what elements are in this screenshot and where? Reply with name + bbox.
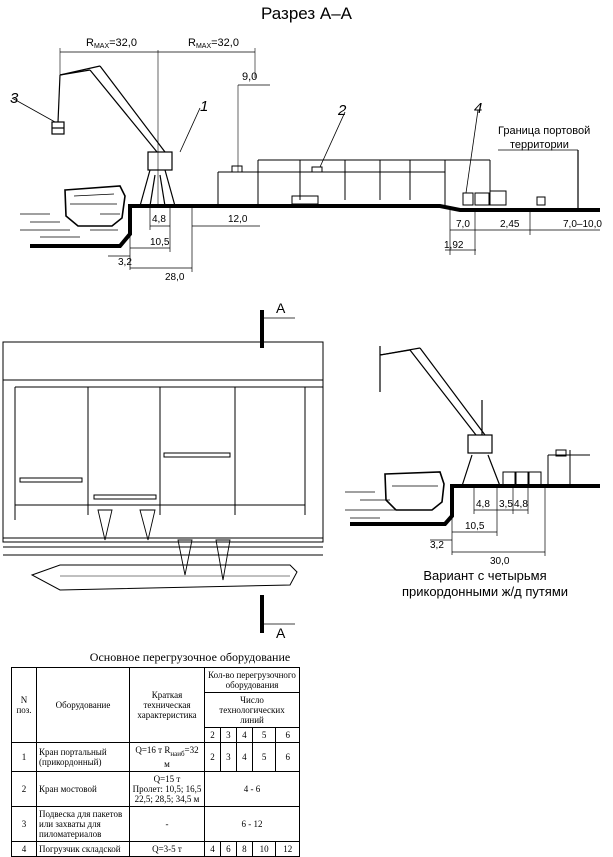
- row-val: 6: [219, 840, 237, 857]
- dim-10-5: 10,5: [150, 237, 170, 248]
- row-n: 2: [11, 770, 37, 807]
- line-count-3: 3: [219, 727, 237, 743]
- row-name: Подвеска для пакетов или захваты для пил…: [36, 805, 130, 842]
- row-name: Кран портальный (прикордонный): [36, 742, 130, 772]
- row-val: 4: [204, 840, 221, 857]
- dim-2-45: 2,45: [500, 219, 520, 230]
- variant-caption-line-2: прикордонными ж/д путями: [401, 584, 569, 599]
- row-spec: Q=3-5 т: [129, 840, 205, 857]
- row-n: 1: [11, 742, 37, 772]
- equipment-table: N поз. Оборудование Краткая техническая …: [11, 667, 300, 857]
- line-count-2: 2: [204, 727, 221, 743]
- drawing-canvas: RMAX=32,0 RMAX=32,0 9,0 3 1 2 4 Граница …: [2, 37, 602, 641]
- callout-2: 2: [337, 102, 347, 119]
- variant-dim-3-5: 3,5: [499, 499, 513, 510]
- row-span: 6 - 12: [204, 805, 300, 842]
- header-equipment: Оборудование: [36, 667, 130, 743]
- section-marker-bottom: A: [276, 625, 286, 641]
- portal-crane: [51, 50, 176, 207]
- line-count-4: 4: [235, 727, 253, 743]
- callout-1: 1: [200, 98, 208, 115]
- water-hatch: [20, 213, 120, 238]
- row-val: 6: [275, 742, 300, 772]
- barge: [30, 564, 298, 591]
- variant-dim-10-5: 10,5: [465, 521, 485, 532]
- variant-dim-4-8a: 4,8: [476, 499, 490, 510]
- row-name: Погрузчик складской: [36, 840, 130, 857]
- section-dimensions: [108, 206, 600, 272]
- header-n: N поз.: [11, 667, 37, 743]
- row-val: 12: [275, 840, 300, 857]
- row-n: 3: [11, 805, 37, 842]
- table-row: 1 Кран портальный (прикордонный) Q=16 т …: [11, 742, 300, 772]
- boundary-label-1: Граница портовой: [498, 125, 590, 137]
- callout-4: 4: [474, 100, 482, 117]
- line-count-5: 5: [251, 727, 277, 743]
- variant-caption-line-1: Вариант с четырьмя: [423, 568, 547, 583]
- boundary-label-2: территории: [510, 139, 569, 151]
- row-val: 5: [251, 742, 277, 772]
- quay-wall: [30, 204, 600, 248]
- header-count: Кол-во перегрузочного оборудования: [204, 667, 300, 693]
- row-val: 4: [235, 742, 253, 772]
- variant-caption: Вариант с четырьмя прикордонными ж/д пут…: [370, 568, 600, 600]
- variant-dim-4-8b: 4,8: [514, 499, 528, 510]
- rail-cars: [462, 190, 546, 206]
- dim-12: 12,0: [228, 214, 248, 225]
- dim-1-92: 1,92: [444, 240, 464, 251]
- row-name: Кран мостовой: [36, 770, 130, 807]
- variant-view: [345, 346, 600, 556]
- header-spec: Краткая техническая характеристика: [129, 667, 205, 743]
- dim-7-10: 7,0–10,0: [563, 219, 602, 230]
- row-val: 10: [251, 840, 277, 857]
- row-n: 4: [11, 840, 37, 857]
- table-row: 4 Погрузчик складской Q=3-5 т 4 6 8 10 1…: [11, 840, 300, 857]
- plan-view: [2, 310, 324, 633]
- row-val: 8: [235, 840, 253, 857]
- section-view: [11, 48, 600, 272]
- ship-hull: [64, 185, 126, 227]
- radius-right-label: RMAX=32,0: [188, 37, 239, 50]
- dim-3-2: 3,2: [118, 257, 132, 268]
- dim-28: 28,0: [165, 272, 185, 283]
- dim-9: 9,0: [242, 71, 257, 83]
- warehouse: [217, 159, 491, 206]
- page-title: Разрез А–А: [260, 4, 353, 23]
- row-spec: -: [129, 805, 205, 842]
- radius-left-label: RMAX=32,0: [86, 37, 137, 50]
- variant-dim-3-2: 3,2: [430, 540, 444, 551]
- variant-dim-30: 30,0: [490, 556, 510, 567]
- line-count-6: 6: [275, 727, 300, 743]
- row-val: 3: [219, 742, 237, 772]
- section-marker-top: A: [276, 300, 286, 316]
- row-val: 2: [204, 742, 221, 772]
- callout-leaders: [11, 97, 479, 194]
- dim-4-8: 4,8: [152, 214, 166, 225]
- dim-7: 7,0: [456, 219, 470, 230]
- row-spec: Q=16 т Rнаиб=32 м: [129, 742, 205, 772]
- table-title: Основное перегрузочное оборудование: [89, 650, 291, 664]
- row-span: 4 - 6: [204, 770, 300, 807]
- table-row: 3 Подвеска для пакетов или захваты для п…: [11, 805, 300, 842]
- callout-3: 3: [10, 90, 19, 107]
- header-lines: Число технологических линий: [204, 692, 300, 728]
